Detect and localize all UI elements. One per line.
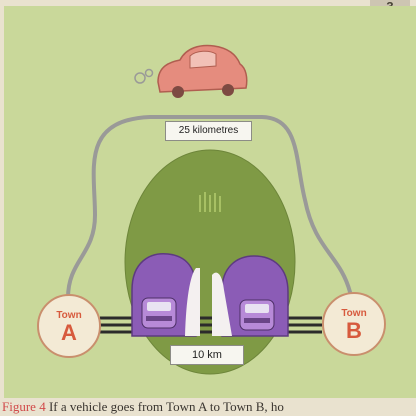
tunnel-distance-label: 10 km: [170, 345, 244, 365]
left-tunnel-entrance: [131, 253, 200, 337]
figure-caption: Figure 4 If a vehicle goes from Town A t…: [0, 399, 416, 416]
town-a-word: Town: [56, 310, 82, 321]
right-tunnel-entrance: [212, 255, 289, 337]
town-a-letter: A: [61, 320, 77, 345]
town-b-letter: B: [346, 318, 362, 343]
town-b-marker: Town B: [322, 292, 386, 356]
town-a-marker: Town A: [37, 294, 101, 358]
long-route-road: [66, 115, 352, 300]
car-icon: [134, 44, 248, 98]
figure-tag: Figure 4: [2, 399, 46, 414]
town-b-word: Town: [341, 308, 367, 319]
exhaust-puff-icon: [134, 72, 146, 84]
caption-text: If a vehicle goes from Town A to Town B,…: [48, 399, 284, 414]
route-distance-label: 25 kilometres: [165, 121, 252, 141]
grass-icon: [199, 192, 221, 212]
